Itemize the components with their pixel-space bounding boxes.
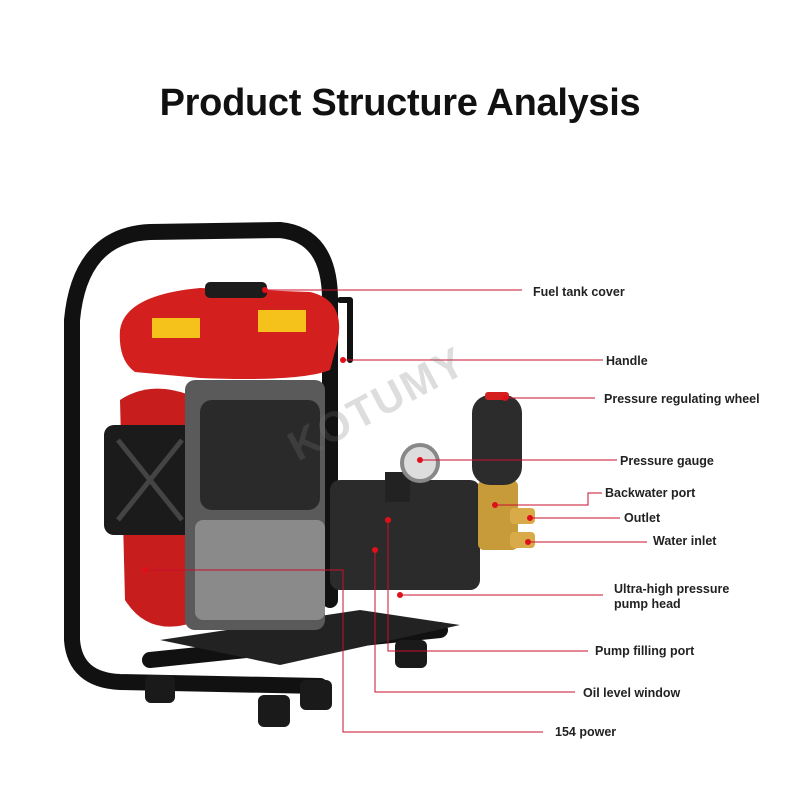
label-pump-filling-port: Pump filling port	[595, 644, 695, 658]
label-backwater-port: Backwater port	[605, 486, 696, 500]
fuel-tank-cap	[205, 282, 267, 298]
leader-lines	[145, 289, 647, 733]
warning-sticker	[258, 310, 306, 332]
label-fuel-tank-cover: Fuel tank cover	[533, 285, 625, 299]
feet	[145, 640, 427, 727]
page-title: Product Structure Analysis	[159, 82, 641, 124]
pump-head	[330, 480, 480, 590]
label-pressure-regulating-wheel: Pressure regulating wheel	[604, 392, 760, 406]
label-pump-head-line1: Ultra-high pressure	[614, 582, 730, 596]
regulating-wheel	[472, 395, 522, 485]
label-water-inlet: Water inlet	[653, 534, 717, 548]
warning-sticker	[152, 318, 200, 338]
air-filter-grille	[116, 438, 184, 522]
leader-dots	[142, 287, 533, 598]
brass-manifold	[478, 480, 518, 550]
label-oil-level-window: Oil level window	[583, 686, 681, 700]
label-handle: Handle	[606, 354, 648, 368]
label-154-power: 154 power	[555, 725, 617, 739]
label-pressure-gauge: Pressure gauge	[620, 454, 714, 468]
label-pump-head: Ultra-high pressure pump head	[614, 582, 729, 612]
engine-shroud	[200, 400, 320, 510]
water-inlet-fitting	[510, 532, 535, 548]
label-outlet: Outlet	[624, 511, 661, 525]
label-pump-head-line2: pump head	[614, 597, 681, 611]
base-plate	[160, 610, 460, 665]
